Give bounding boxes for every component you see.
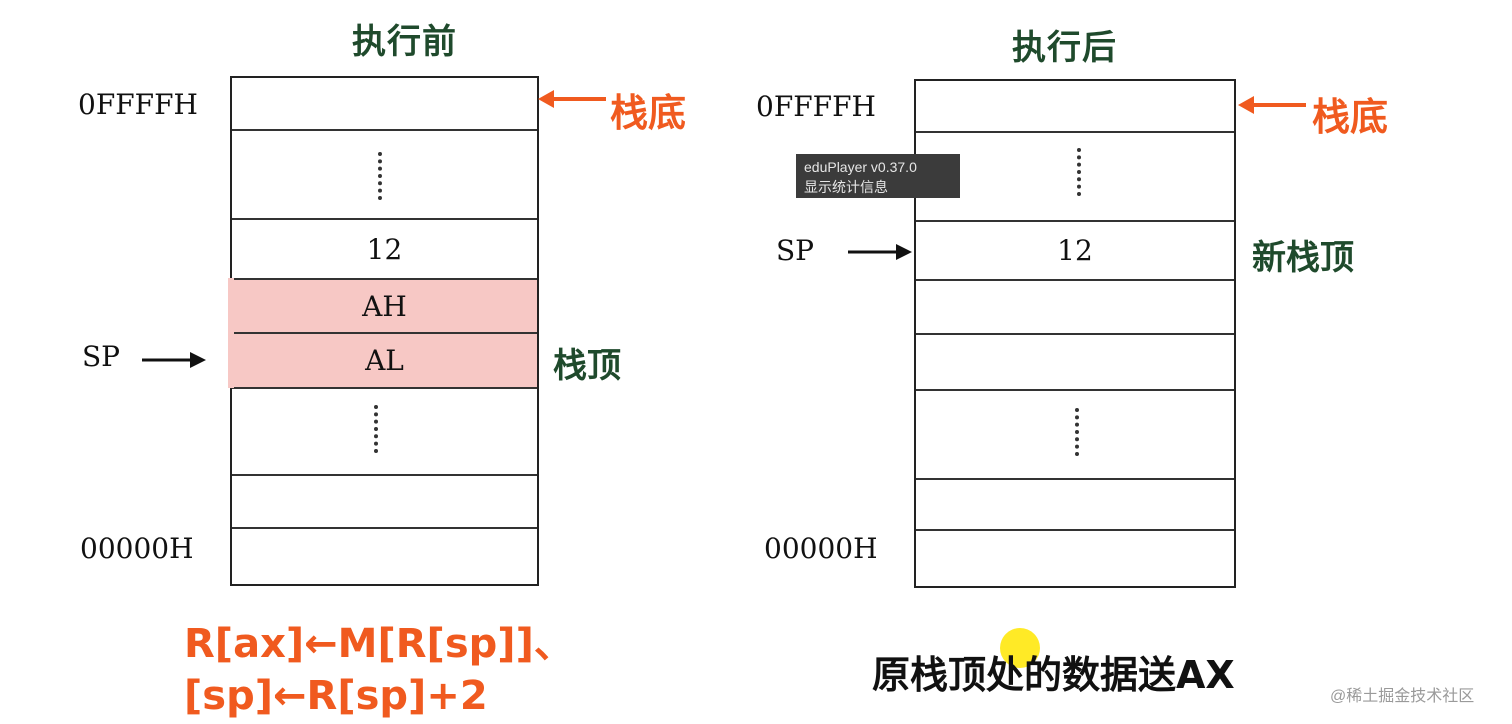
after-bottom-label: 栈底 bbox=[1312, 95, 1389, 139]
after-row-ellipsis-2 bbox=[916, 391, 1234, 480]
before-row-ellipsis-2 bbox=[232, 389, 537, 476]
after-title: 执行后 bbox=[1012, 28, 1117, 68]
before-row-ah: AH bbox=[232, 280, 537, 334]
before-cell-12: 12 bbox=[366, 232, 403, 266]
watermark: @稀土掘金技术社区 bbox=[1330, 688, 1475, 705]
after-new-top-label: 新栈顶 bbox=[1252, 238, 1354, 278]
before-ellipsis-icon-1 bbox=[378, 152, 386, 200]
before-top-label: 栈顶 bbox=[553, 346, 621, 386]
after-row-top bbox=[916, 81, 1234, 133]
before-sp-arrow-icon bbox=[142, 352, 206, 368]
before-row-blank-1 bbox=[232, 476, 537, 529]
show-stats-link[interactable]: 显示统计信息 bbox=[804, 179, 888, 195]
cursor-highlight bbox=[1000, 628, 1040, 668]
after-row-blank-3 bbox=[916, 480, 1234, 531]
after-row-blank-2 bbox=[916, 335, 1234, 391]
before-row-al: AL bbox=[232, 334, 537, 389]
before-formula-line1: R[ax]←M[R[sp]]、 bbox=[184, 621, 574, 667]
before-bottom-label: 栈底 bbox=[610, 91, 687, 135]
after-sp-label: SP bbox=[776, 234, 815, 267]
after-sp-arrow-icon bbox=[848, 244, 912, 260]
before-highlight-edge bbox=[228, 278, 234, 388]
player-version-text: eduPlayer v0.37.0 bbox=[804, 159, 917, 175]
before-stack: 12 AH AL bbox=[230, 76, 539, 586]
after-cell-12: 12 bbox=[1057, 234, 1093, 267]
before-cell-ah: AH bbox=[362, 289, 407, 323]
before-row-top bbox=[232, 78, 537, 131]
after-row-blank-1 bbox=[916, 281, 1234, 335]
before-cell-al: AL bbox=[365, 344, 404, 377]
after-ellipsis-icon-1 bbox=[1077, 148, 1085, 196]
after-stack: 12 bbox=[914, 79, 1236, 588]
after-caption: 原栈顶处的数据送AX bbox=[872, 653, 1235, 697]
before-row-ellipsis bbox=[232, 131, 537, 220]
after-addr-top: 0FFFFH bbox=[756, 90, 876, 123]
before-ellipsis-icon-2 bbox=[374, 405, 382, 453]
after-bottom-arrow-icon bbox=[1238, 96, 1306, 114]
after-row-blank-4 bbox=[916, 531, 1234, 584]
before-addr-bottom: 00000H bbox=[80, 532, 194, 565]
before-title: 执行前 bbox=[352, 22, 457, 62]
before-sp-label: SP bbox=[82, 340, 121, 373]
after-row-12: 12 bbox=[916, 222, 1234, 281]
after-ellipsis-icon-2 bbox=[1075, 408, 1083, 456]
after-row-ellipsis bbox=[916, 133, 1234, 222]
before-row-12: 12 bbox=[232, 220, 537, 280]
after-addr-bottom: 00000H bbox=[764, 532, 878, 565]
before-formula-line2: [sp]←R[sp]+2 bbox=[184, 673, 488, 719]
player-stats-overlay[interactable]: eduPlayer v0.37.0 显示统计信息 bbox=[796, 154, 960, 198]
before-row-blank-2 bbox=[232, 529, 537, 582]
before-bottom-arrow-icon bbox=[538, 90, 606, 108]
before-addr-top: 0FFFFH bbox=[78, 88, 198, 121]
